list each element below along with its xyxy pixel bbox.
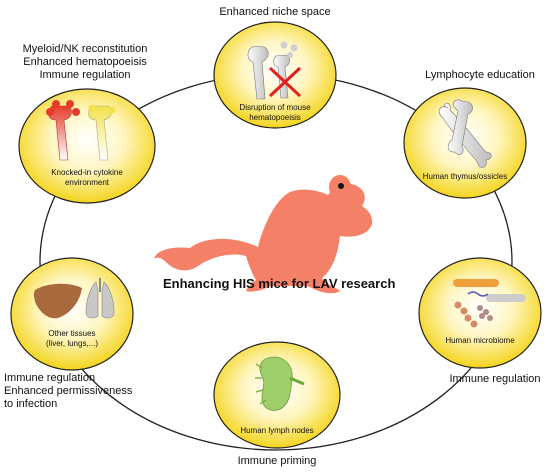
caption-line: environment xyxy=(64,178,110,187)
caption-line: (liver, lungs,...) xyxy=(45,339,98,348)
label-lymphocyte-education: Lymphocyte education xyxy=(415,69,545,82)
diagram-title: Enhancing HIS mice for LAV research xyxy=(163,276,396,291)
label-line: Immune priming xyxy=(237,455,317,467)
bone-icon xyxy=(438,99,492,168)
label-line: Immune regulation xyxy=(39,69,131,81)
label-line: Immune regulation xyxy=(4,372,96,384)
caption-line: Knocked-in cytokine xyxy=(51,168,123,177)
label-immune-regulation-right: Immune regulation xyxy=(440,373,550,386)
cytokine-cells-icon xyxy=(46,100,116,161)
caption-line: Human thymus/ossicles xyxy=(422,172,508,181)
label-cytokine-group: Myeloid/NK reconstitution Enhanced hemat… xyxy=(10,43,160,82)
caption-line: Other tissues xyxy=(48,329,96,338)
label-enhanced-niche-space: Enhanced niche space xyxy=(200,6,350,19)
node-lymph xyxy=(213,341,341,449)
label-line: Myeloid/NK reconstitution xyxy=(22,43,148,55)
node-niche-caption: Disruption of mouse hematopoeisis xyxy=(225,103,325,123)
node-cytokine xyxy=(18,88,156,204)
node-tissues xyxy=(10,257,134,371)
node-niche xyxy=(213,21,337,129)
node-cytokine-caption: Knocked-in cytokine environment xyxy=(37,168,137,188)
node-microbiome-caption: Human microbiome xyxy=(430,336,530,346)
bone-marrow-with-cross-icon xyxy=(247,41,302,100)
node-lymph-caption: Human lymph nodes xyxy=(227,426,327,436)
caption-line: hematopoeisis xyxy=(249,113,301,122)
label-immune-priming: Immune priming xyxy=(222,455,332,468)
label-line: to infection xyxy=(4,398,58,410)
caption-line: Disruption of mouse xyxy=(239,103,311,112)
node-tissues-caption: Other tissues (liver, lungs,...) xyxy=(22,329,122,349)
label-line: Enhanced hematopoeisis xyxy=(23,56,147,68)
label-line: Enhanced niche space xyxy=(219,6,331,18)
caption-line: Human lymph nodes xyxy=(240,426,314,435)
label-tissues-group: Immune regulation Enhanced permissivenes… xyxy=(4,372,144,411)
node-microbiome xyxy=(418,257,542,369)
node-thymus-caption: Human thymus/ossicles xyxy=(415,172,515,182)
liver-lungs-icon xyxy=(33,278,115,319)
caption-line: Human microbiome xyxy=(445,336,515,345)
label-line: Enhanced permissiveness xyxy=(4,385,133,397)
lymph-node-icon xyxy=(255,356,305,411)
label-line: Immune regulation xyxy=(449,373,541,385)
node-thymus xyxy=(403,87,527,199)
label-line: Lymphocyte education xyxy=(425,69,535,81)
bacteria-icon xyxy=(453,279,526,328)
mouse-eye xyxy=(338,183,344,189)
